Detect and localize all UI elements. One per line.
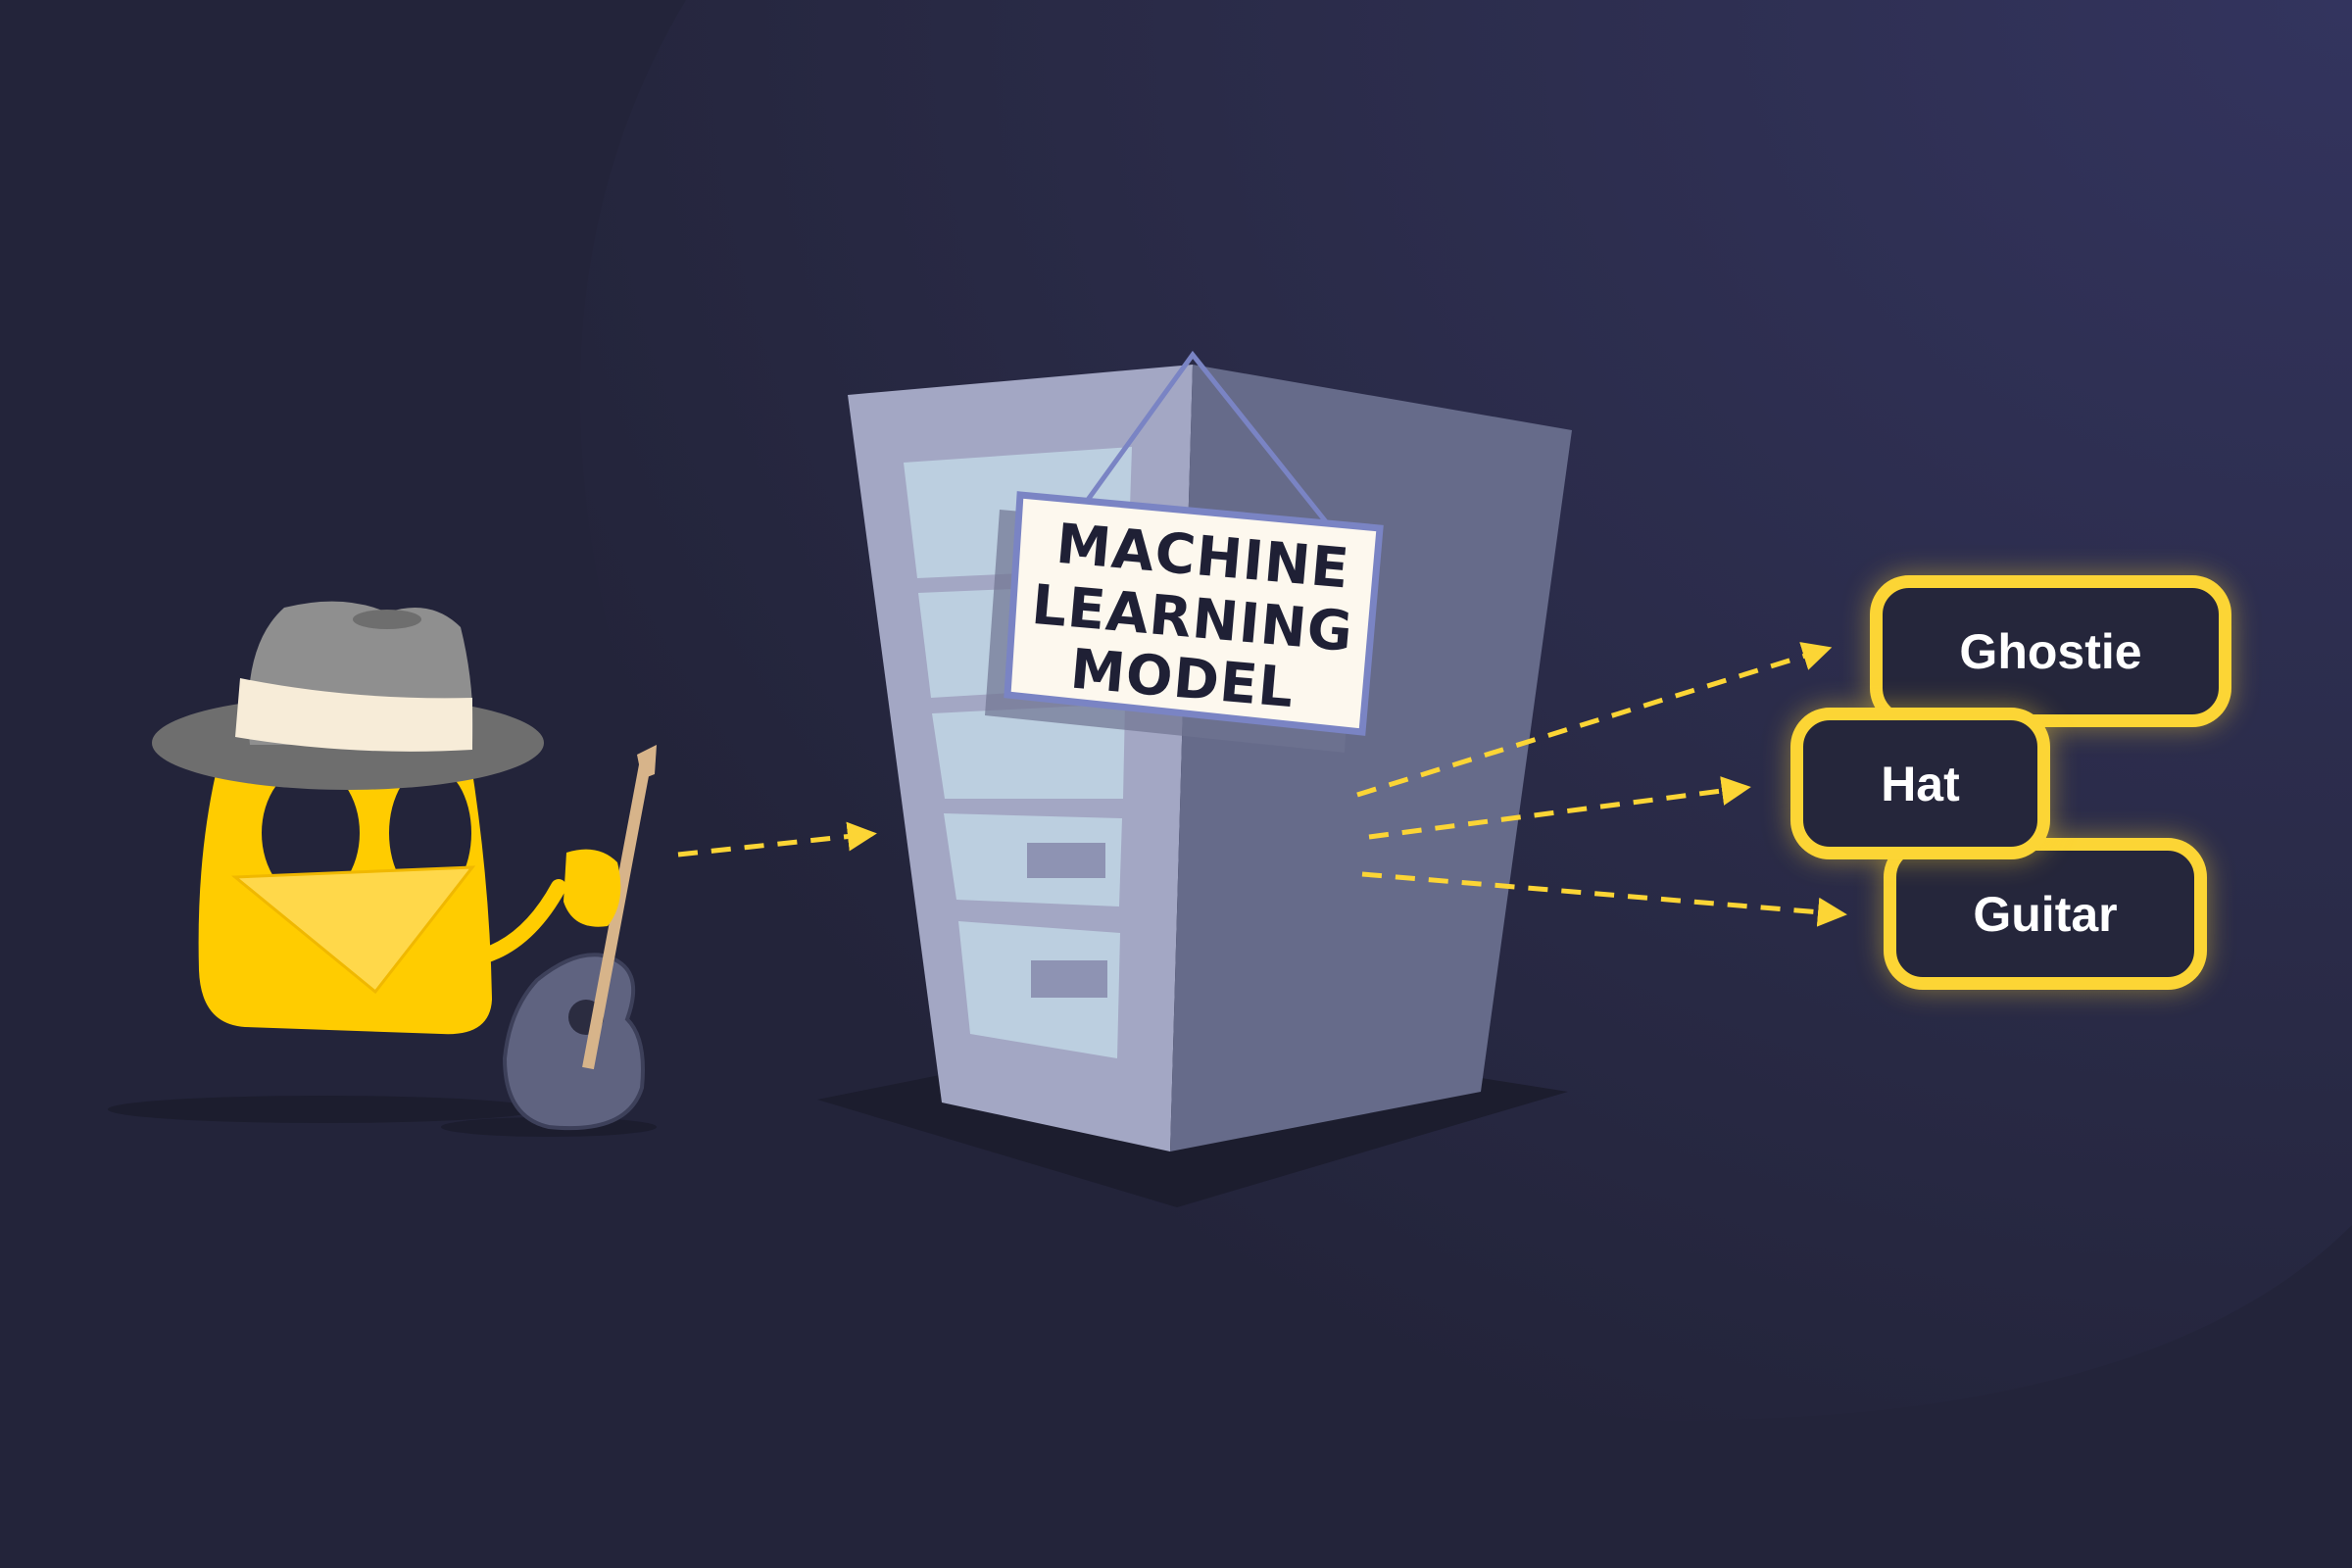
- flow-arrows: [677, 642, 1847, 927]
- output-label-text: Ghostie: [1959, 623, 2142, 679]
- hand: [564, 849, 621, 927]
- guitar-headstock: [637, 745, 657, 779]
- sign-string: [1085, 350, 1330, 526]
- output-label-ghostie: Ghostie: [1870, 575, 2231, 727]
- machine-learning-model-sign: MACHINE LEARNING MODEL: [985, 350, 1384, 753]
- output-label-text: Hat: [1881, 756, 1960, 811]
- drawer-handle: [1031, 960, 1107, 998]
- hat-band: [235, 678, 472, 752]
- hat-dent: [353, 610, 421, 629]
- character-shadow: [108, 1096, 539, 1123]
- arrow-to-hat: [1368, 776, 1751, 840]
- arrow-to-guitar: [1361, 871, 1847, 927]
- drawer-handle: [1027, 843, 1105, 878]
- output-label-guitar: Guitar: [1884, 838, 2207, 990]
- drawer: [932, 704, 1125, 799]
- guitar: [502, 745, 657, 1131]
- ghostie-character: [152, 601, 566, 1035]
- guitar-neck: [582, 753, 653, 1070]
- arrow-to-ghostie: [1356, 642, 1833, 798]
- eye-hole-left: [262, 766, 360, 900]
- output-label-hat: Hat: [1790, 708, 2050, 859]
- eye-hole-right: [389, 766, 471, 900]
- bandana: [230, 865, 476, 995]
- sign-board: [1004, 491, 1384, 736]
- guitar-body: [502, 953, 645, 1131]
- filing-cabinet: [848, 365, 1572, 1152]
- arm: [477, 879, 566, 963]
- output-label-text: Guitar: [1973, 886, 2118, 942]
